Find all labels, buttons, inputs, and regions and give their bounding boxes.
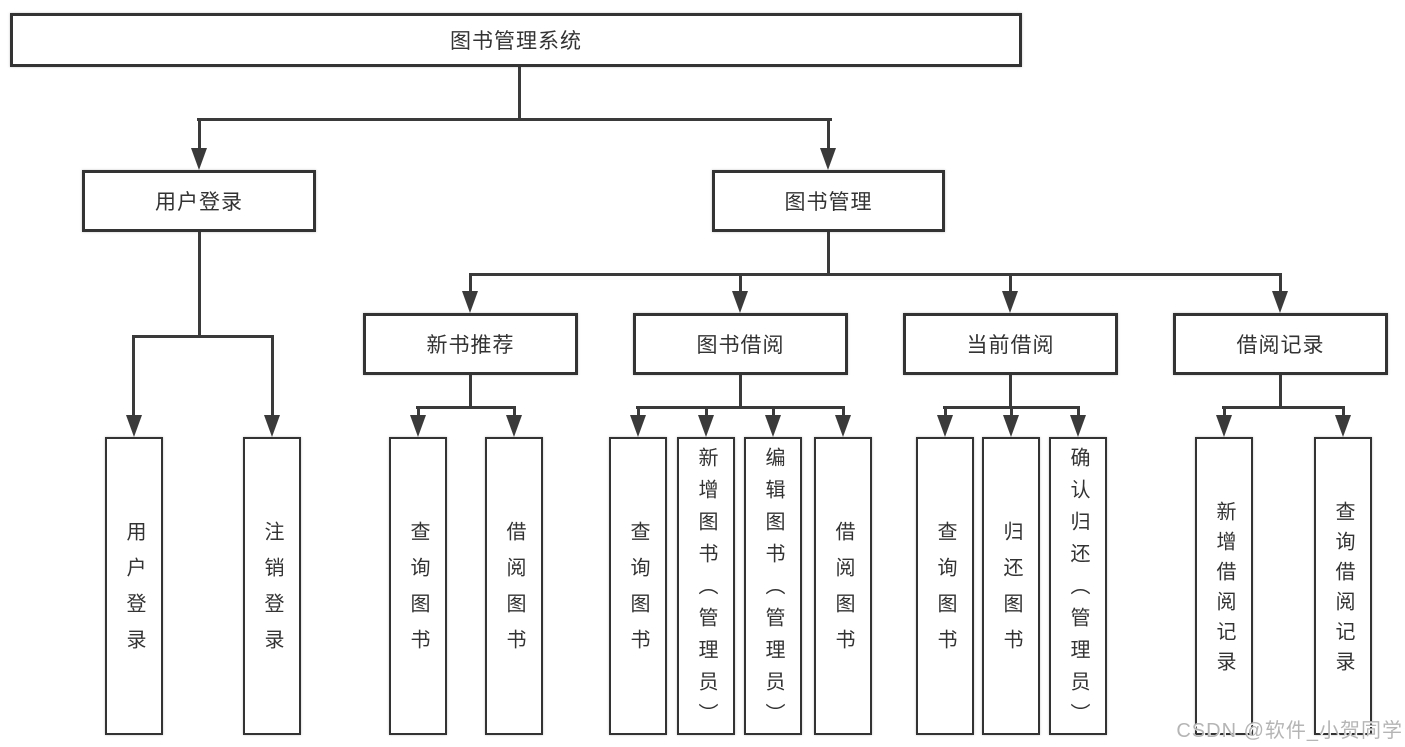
connector-root-stub	[518, 67, 521, 121]
leaf-logout-login: 注销登录	[243, 437, 301, 735]
arrowhead-current-borrow	[1002, 291, 1018, 313]
connector-leaf	[417, 406, 420, 418]
node-label: 图书管理系统	[450, 30, 582, 53]
node-new-book-recommend: 新书推荐	[363, 313, 578, 375]
node-label: 确认归还（管理员）	[1067, 447, 1089, 735]
connector-leaf	[705, 406, 708, 418]
connector-to-book-management	[827, 118, 830, 152]
connector-user-login-split	[133, 335, 274, 338]
node-label: 新增图书（管理员）	[695, 447, 717, 735]
connector-to-borrow-record	[1279, 273, 1282, 295]
arrowhead-book-borrow	[732, 291, 748, 313]
node-label: 图书管理	[784, 191, 873, 214]
connector-book-borrow-split	[636, 406, 844, 409]
connector-to-leaf-user-login	[132, 335, 135, 417]
connector-current-borrow-stub	[1009, 375, 1012, 408]
arrowhead-leaf	[410, 415, 426, 437]
leaf-query-books-current: 查询图书	[916, 437, 974, 735]
arrowhead-new-book	[462, 291, 478, 313]
node-label: 新增借阅记录	[1213, 500, 1235, 681]
node-book-borrow: 图书借阅	[633, 313, 848, 375]
node-label: 图书借阅	[696, 334, 785, 357]
arrowhead-leaf-logout	[264, 415, 280, 437]
arrowhead-leaf	[1216, 415, 1232, 437]
connector-new-book-stub	[469, 375, 472, 408]
connector-leaf	[944, 406, 947, 418]
node-label: 查询借阅记录	[1332, 500, 1354, 681]
node-label: 当前借阅	[966, 334, 1055, 357]
node-label: 用户登录	[123, 521, 145, 665]
arrowhead-leaf	[1070, 415, 1086, 437]
connector-book-borrow-stub	[739, 375, 742, 408]
connector-to-leaf-logout	[271, 335, 274, 417]
arrowhead-leaf	[765, 415, 781, 437]
connector-level1-split	[197, 118, 832, 121]
connector-new-book-split	[416, 406, 516, 409]
node-label: 借阅图书	[503, 521, 525, 665]
leaf-query-borrow-record: 查询借阅记录	[1314, 437, 1372, 735]
leaf-edit-book-admin: 编辑图书（管理员）	[744, 437, 802, 735]
node-label: 新书推荐	[426, 334, 515, 357]
connector-to-current-borrow	[1009, 273, 1012, 295]
leaf-query-books-recommend: 查询图书	[389, 437, 447, 735]
arrowhead-leaf	[1003, 415, 1019, 437]
connector-borrow-record-stub	[1279, 375, 1282, 408]
node-label: 查询图书	[934, 521, 956, 665]
node-label: 借阅图书	[832, 521, 854, 665]
leaf-borrow-books-recommend: 借阅图书	[485, 437, 543, 735]
arrowhead-leaf-user-login	[126, 415, 142, 437]
connector-leaf	[1010, 406, 1013, 418]
node-label: 借阅记录	[1236, 334, 1325, 357]
connector-book-management-stub	[827, 232, 830, 276]
connector-borrow-record-split	[1222, 406, 1344, 409]
connector-leaf	[637, 406, 640, 418]
arrowhead-user-login	[191, 148, 207, 170]
leaf-query-books-borrow: 查询图书	[609, 437, 667, 735]
connector-leaf	[842, 406, 845, 418]
node-book-management: 图书管理	[712, 170, 945, 232]
connector-leaf	[513, 406, 516, 418]
leaf-add-book-admin: 新增图书（管理员）	[677, 437, 735, 735]
arrowhead-leaf	[937, 415, 953, 437]
leaf-user-login: 用户登录	[105, 437, 163, 735]
connector-leaf	[1223, 406, 1226, 418]
node-user-login: 用户登录	[82, 170, 316, 232]
node-label: 编辑图书（管理员）	[762, 447, 784, 735]
node-label: 归还图书	[1000, 521, 1022, 665]
connector-to-new-book	[469, 273, 472, 295]
arrowhead-leaf	[630, 415, 646, 437]
node-label: 查询图书	[407, 521, 429, 665]
connector-to-user-login	[198, 118, 201, 152]
leaf-return-book: 归还图书	[982, 437, 1040, 735]
connector-level3-split	[469, 273, 1282, 276]
connector-user-login-stub	[198, 232, 201, 338]
node-current-borrow: 当前借阅	[903, 313, 1118, 375]
node-label: 用户登录	[155, 191, 243, 214]
arrowhead-book-management	[820, 148, 836, 170]
node-library-management-system: 图书管理系统	[10, 13, 1022, 67]
connector-leaf	[772, 406, 775, 418]
leaf-confirm-return-admin: 确认归还（管理员）	[1049, 437, 1107, 735]
arrowhead-leaf	[506, 415, 522, 437]
arrowhead-leaf	[835, 415, 851, 437]
arrowhead-leaf	[698, 415, 714, 437]
connector-to-book-borrow	[739, 273, 742, 295]
leaf-borrow-books: 借阅图书	[814, 437, 872, 735]
node-label: 注销登录	[261, 521, 283, 665]
connector-leaf	[1342, 406, 1345, 418]
connector-leaf	[1077, 406, 1080, 418]
node-borrow-records: 借阅记录	[1173, 313, 1388, 375]
leaf-add-borrow-record: 新增借阅记录	[1195, 437, 1253, 735]
node-label: 查询图书	[627, 521, 649, 665]
arrowhead-leaf	[1335, 415, 1351, 437]
arrowhead-borrow-record	[1272, 291, 1288, 313]
